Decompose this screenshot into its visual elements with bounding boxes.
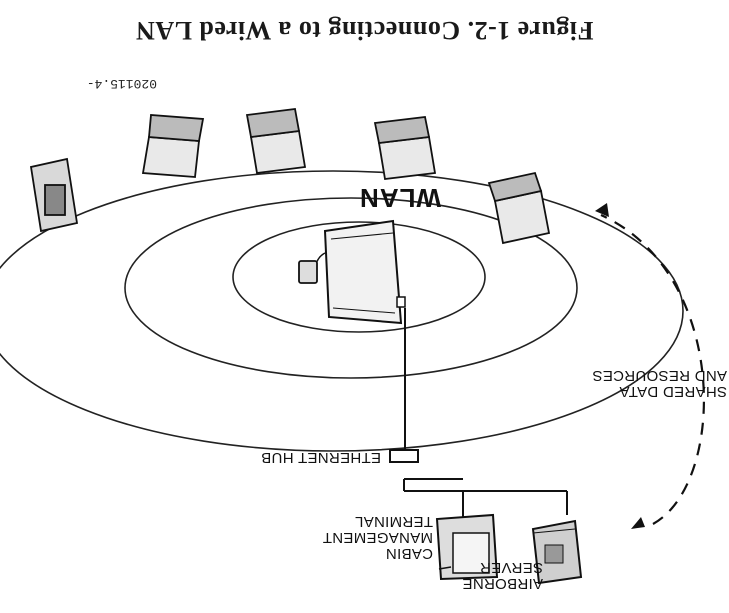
shared-data-line-2: AND RESOURCES [592,367,727,383]
laptop-icon [143,115,203,177]
shared-data-line-1: SHARED DATA [592,383,727,399]
access-point-icon [299,221,405,323]
handheld-device-icon [31,159,77,231]
figure-title: Figure 1-2. Connecting to a Wired LAN [0,15,729,45]
cabin-terminal-label: CABIN MANAGEMENT TERMINAL [322,513,433,561]
laptop-icon [489,173,549,243]
cabin-label-line-3: TERMINAL [322,513,433,529]
cabin-label-line-1: CABIN [322,545,433,561]
airborne-server-label: AIRBORNE SERVER [462,559,543,591]
wlan-label: WLAN [359,182,441,213]
arrow-to-server-icon [631,517,645,529]
ethernet-hub-label: ETHERNET HUB [261,449,381,465]
ethernet-hub-icon [390,450,418,462]
shared-data-label: SHARED DATA AND RESOURCES [592,367,727,399]
server-label-line-1: AIRBORNE [462,575,543,591]
server-label-line-2: SERVER [462,559,543,575]
figure-code: 020115.4- [87,76,157,91]
ethernet-cabling [404,308,567,521]
cabin-label-line-2: MANAGEMENT [322,529,433,545]
laptop-icon [375,117,435,179]
laptop-icon [247,109,305,173]
